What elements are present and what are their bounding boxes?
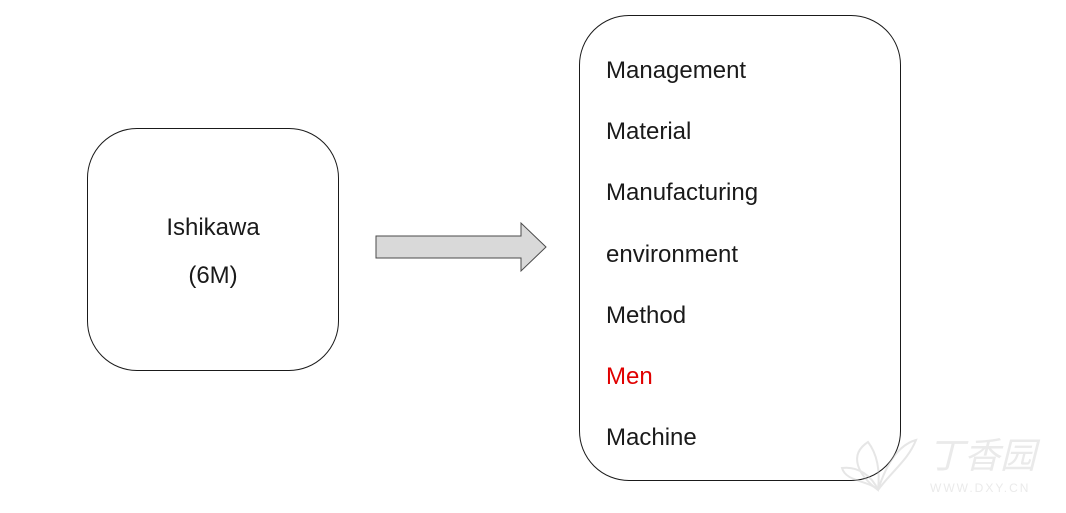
factor-method: Method	[606, 302, 687, 329]
watermark-logo: 丁香园 WWW.DXY.CN	[840, 435, 1041, 495]
factor-management: Management	[606, 57, 747, 84]
source-title: Ishikawa	[166, 214, 260, 241]
factors-box: Management Material Manufacturing enviro…	[579, 15, 901, 481]
factor-men: Men	[606, 363, 653, 390]
factor-material: Material	[606, 118, 692, 145]
factor-environment: environment	[606, 241, 739, 268]
factor-machine: Machine	[606, 424, 697, 451]
arrow-shape	[375, 221, 547, 273]
source-subtitle: (6M)	[188, 262, 238, 289]
source-box: Ishikawa (6M)	[87, 128, 339, 371]
right-arrow-icon	[375, 221, 547, 273]
svg-text:WWW.DXY.CN: WWW.DXY.CN	[930, 481, 1030, 495]
factor-manufacturing: Manufacturing	[606, 179, 759, 206]
svg-text:丁香园: 丁香园	[928, 435, 1041, 476]
